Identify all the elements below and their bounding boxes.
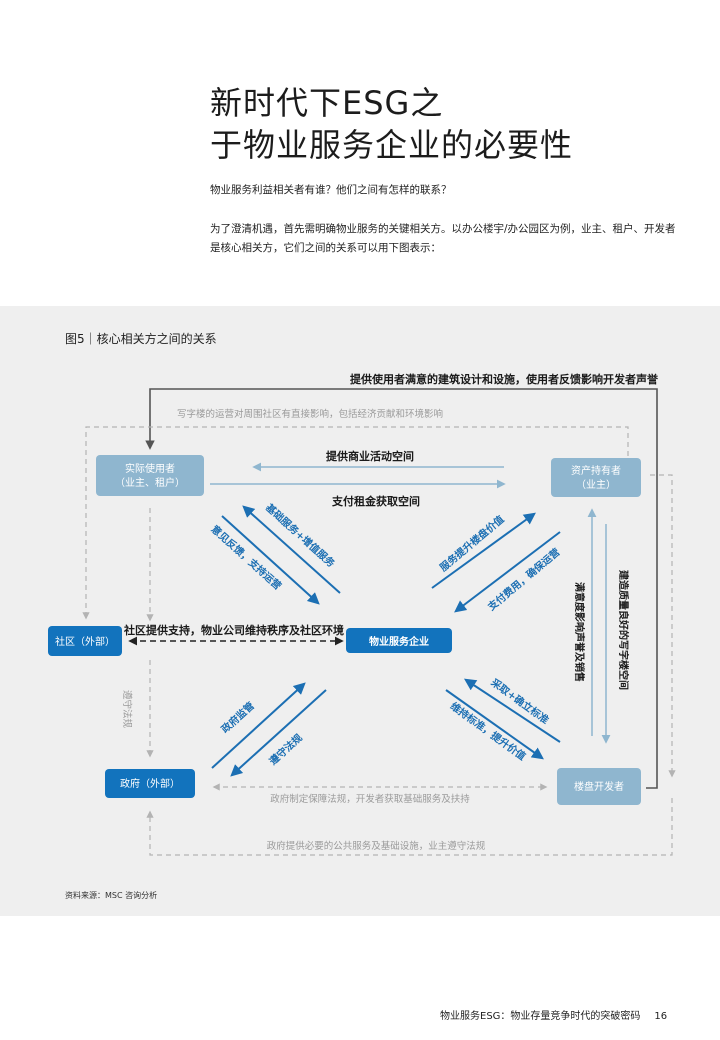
label-community-support: 社区提供支持，物业公司维持秩序及社区环境 (123, 623, 344, 637)
label-gov-law-dev: 政府制定保障法规，开发者获取基础服务及扶持 (270, 793, 470, 805)
page-number: 16 (654, 1011, 668, 1022)
node-asset-line1: 资产持有者 (571, 464, 621, 477)
pm-user-service-arrow (242, 505, 341, 594)
gov-pm-supervise-arrow (211, 682, 306, 769)
footer-title: 物业服务ESG：物业存量竞争时代的突破密码 (440, 1011, 641, 1022)
node-property-management: 物业服务企业 (346, 628, 452, 653)
node-user-line1: 实际使用者 (125, 462, 175, 475)
stakeholder-diagram: 提供使用者满意的建筑设计和设施，使用者反馈影响开发者声誉 写字楼的运营对周围社区… (48, 372, 676, 856)
node-gov-label: 政府（外部） (120, 777, 180, 790)
label-pm-gov-1: 政府监管 (218, 699, 256, 735)
intro-paragraph: 为了澄清机遇，首先需明确物业服务的关键相关方。以办公楼宇/办公园区为例，业主、租… (210, 223, 676, 254)
node-community: 社区（外部） (48, 626, 122, 656)
label-pm-asset-1: 服务提升楼盘价值 (437, 513, 507, 574)
figure-title: 图5｜核心相关方之间的关系 (65, 332, 217, 346)
gov-services-arrow (146, 798, 673, 856)
node-community-label: 社区（外部） (55, 635, 115, 648)
office-impact-arrow (82, 426, 629, 620)
node-pm-label: 物业服务企业 (369, 635, 429, 648)
feedback-loop-arrow (145, 388, 658, 789)
figure-source: 资料来源：MSC 咨询分析 (65, 891, 158, 900)
node-actual-user: 实际使用者 （业主、租户） (96, 455, 204, 496)
node-developer: 楼盘开发者 (557, 768, 641, 805)
label-pm-gov-2: 遵守法规 (266, 731, 304, 767)
page-footer: 物业服务ESG：物业存量竞争时代的突破密码 16 (440, 1007, 667, 1022)
label-asset-dev-2: 建造质量良好的写字楼空间 (617, 569, 630, 690)
node-user-line2: （业主、租户） (115, 476, 185, 489)
label-pm-dev-2: 维持标准，提升价值 (448, 699, 528, 762)
pm-asset-value-arrow (431, 512, 536, 589)
title-line-2: 于物业服务企业的必要性 (210, 126, 574, 164)
pm-asset-fee-arrow (454, 531, 561, 613)
label-commercial-space: 提供商业活动空间 (326, 449, 414, 463)
label-pm-user-1: 基础服务+增值服务 (262, 500, 338, 570)
label-gov-services: 政府提供必要的公共服务及基础设施，业主遵守法规 (267, 840, 486, 852)
figure-panel (0, 306, 720, 916)
pm-user-feedback-arrow (221, 515, 320, 605)
title-line-1: 新时代下ESG之 (210, 84, 444, 122)
label-asset-dev-1: 满意度影响声誉及销售 (573, 582, 586, 682)
node-asset-holder: 资产持有者 （业主） (551, 458, 641, 497)
asset-dev-dashed-arrow (650, 474, 676, 778)
label-law: 遵守法规 (121, 690, 133, 729)
pm-gov-law-arrow (230, 689, 327, 777)
section-question: 物业服务利益相关者有谁？他们之间有怎样的联系？ (210, 184, 452, 196)
page-title: 新时代下ESG之 于物业服务企业的必要性 (210, 82, 573, 166)
label-rent: 支付租金获取空间 (331, 494, 420, 508)
node-government: 政府（外部） (105, 769, 195, 798)
dev-pm-standard-arrow (463, 678, 561, 743)
label-office-impact: 写字楼的运营对周围社区有直接影响，包括经济贡献和环境影响 (177, 408, 443, 420)
pm-dev-value-arrow (445, 689, 544, 760)
node-asset-line2: （业主） (576, 479, 616, 491)
node-dev-label: 楼盘开发者 (574, 780, 624, 793)
label-top-feedback: 提供使用者满意的建筑设计和设施，使用者反馈影响开发者声誉 (350, 372, 659, 386)
